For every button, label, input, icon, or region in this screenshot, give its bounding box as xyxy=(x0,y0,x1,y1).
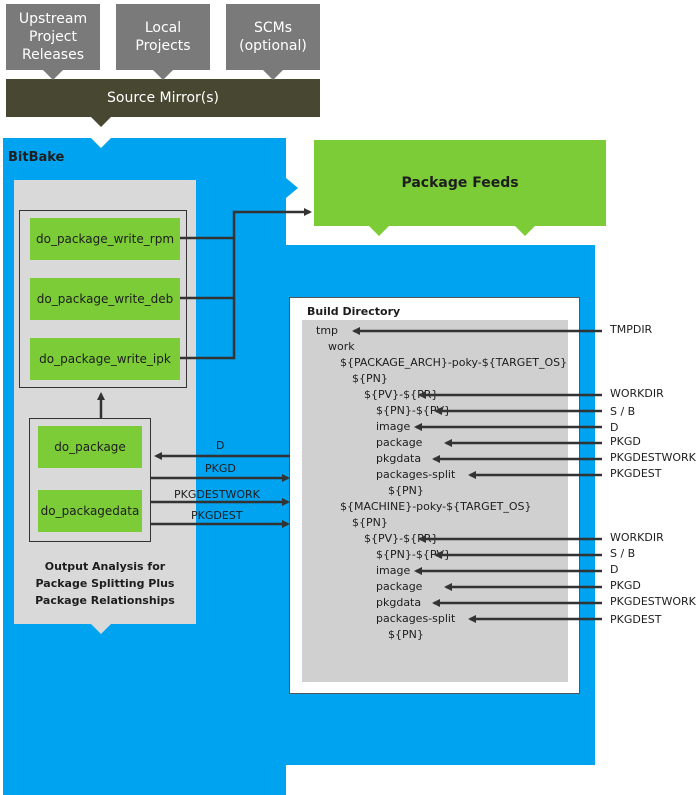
feeds-chevron-right xyxy=(515,226,535,236)
var-pkgd: PKGD xyxy=(610,435,641,448)
flow-label-pkgdest: PKGDEST xyxy=(191,509,243,522)
tree-item-split-pn: ${PN} xyxy=(388,484,424,497)
source-mirror-label: Source Mirror(s) xyxy=(107,90,219,106)
do-package-write-deb-task: do_package_write_deb xyxy=(30,278,180,320)
var-pkgdest: PKGDEST xyxy=(610,467,662,480)
build-directory-tree-panel xyxy=(302,320,568,682)
deb-to-feeds-arrow xyxy=(180,238,236,300)
flow-label-d: D xyxy=(216,439,225,452)
do-package-write-rpm-task: do_package_write_rpm xyxy=(30,218,180,260)
upstream-chevron xyxy=(43,70,63,80)
var-pkgd-2: PKGD xyxy=(610,579,641,592)
feeds-chevron-left xyxy=(369,226,389,236)
do-package-label: do_package xyxy=(54,440,126,454)
analysis-line-1: Output Analysis for xyxy=(44,560,166,573)
local-projects-box: Local Projects xyxy=(116,4,210,70)
deb-task-label: do_package_write_deb xyxy=(36,292,174,306)
build-directory-title: Build Directory xyxy=(307,305,401,318)
tree-item-work: work xyxy=(328,340,355,353)
bitbake-top-notch xyxy=(91,138,111,148)
package-feeds-box: Package Feeds xyxy=(314,140,606,226)
upstream-line-1: Upstream xyxy=(18,11,88,27)
rpm-task-label: do_package_write_rpm xyxy=(35,232,175,246)
tree-item-machine-package: package xyxy=(376,580,423,593)
package-feeds-label: Package Feeds xyxy=(401,175,519,191)
var-d-2: D xyxy=(610,563,619,576)
var-d: D xyxy=(610,421,619,434)
do-package-write-ipk-task: do_package_write_ipk xyxy=(30,338,180,380)
scms-chevron xyxy=(263,70,283,80)
tree-item-packages-split: packages-split xyxy=(376,468,456,481)
do-package-task: do_package xyxy=(38,426,142,468)
tree-item-machine-pn: ${PN} xyxy=(352,516,388,529)
tree-item-machine-split-pn: ${PN} xyxy=(388,628,424,641)
tree-item-machine-pkgdata: pkgdata xyxy=(376,596,422,609)
ipk-to-feeds-arrow xyxy=(180,298,236,360)
upstream-line-3: Releases xyxy=(22,47,84,63)
local-line-1: Local xyxy=(144,20,182,36)
var-pkgdestwork-2: PKGDESTWORK xyxy=(610,595,696,608)
output-analysis-caption: Output Analysis for Package Splitting Pl… xyxy=(22,558,188,609)
scms-line-2: (optional) xyxy=(239,38,307,54)
mirror-chevron xyxy=(91,117,111,127)
analysis-line-2: Package Splitting Plus xyxy=(35,577,175,590)
bitbake-title: BitBake xyxy=(8,150,65,165)
tree-item-package: package xyxy=(376,436,423,449)
var-pkgdest-2: PKGDEST xyxy=(610,613,662,626)
tree-item-machine-image: image xyxy=(376,564,411,577)
bitbake-to-feeds-chevron xyxy=(286,178,298,198)
tree-item-pn-pv: ${PN}-${PV} xyxy=(376,404,451,417)
var-s-b: S / B xyxy=(610,405,636,418)
do-packagedata-task: do_packagedata xyxy=(38,490,142,532)
source-mirror-bar: Source Mirror(s) xyxy=(6,79,320,117)
var-s-b-2: S / B xyxy=(610,547,636,560)
scms-box: SCMs (optional) xyxy=(226,4,320,70)
tree-item-machine-packages-split: packages-split xyxy=(376,612,456,625)
upstream-project-releases-box: Upstream Project Releases xyxy=(6,4,100,70)
var-workdir: WORKDIR xyxy=(610,387,664,400)
local-line-2: Projects xyxy=(135,38,191,54)
do-packagedata-label: do_packagedata xyxy=(40,504,140,518)
rpm-to-feeds-arrow xyxy=(180,208,312,240)
tree-item-package-arch: ${PACKAGE_ARCH}-poky-${TARGET_OS} xyxy=(340,356,568,369)
ipk-task-label: do_package_write_ipk xyxy=(39,352,171,366)
var-tmpdir: TMPDIR xyxy=(610,323,653,336)
tree-item-image: image xyxy=(376,420,411,433)
scms-line-1: SCMs xyxy=(253,20,293,36)
tree-item-machine-pn-pv: ${PN}-${PV} xyxy=(376,548,451,561)
tree-item-tmp: tmp xyxy=(316,324,339,337)
upstream-line-2: Project xyxy=(29,29,77,45)
local-chevron xyxy=(153,70,173,80)
package-tasks-frame xyxy=(29,418,151,542)
var-pkgdestwork: PKGDESTWORK xyxy=(610,451,696,464)
tree-item-machine: ${MACHINE}-poky-${TARGET_OS} xyxy=(340,500,532,513)
panel-bottom-chevron xyxy=(91,624,111,634)
var-workdir-2: WORKDIR xyxy=(610,531,664,544)
tree-item-pn: ${PN} xyxy=(352,372,388,385)
analysis-line-3: Package Relationships xyxy=(35,594,175,607)
flow-label-pkgdestwork: PKGDESTWORK xyxy=(174,488,260,501)
tree-item-pkgdata: pkgdata xyxy=(376,452,422,465)
flow-label-pkgd: PKGD xyxy=(205,462,236,475)
